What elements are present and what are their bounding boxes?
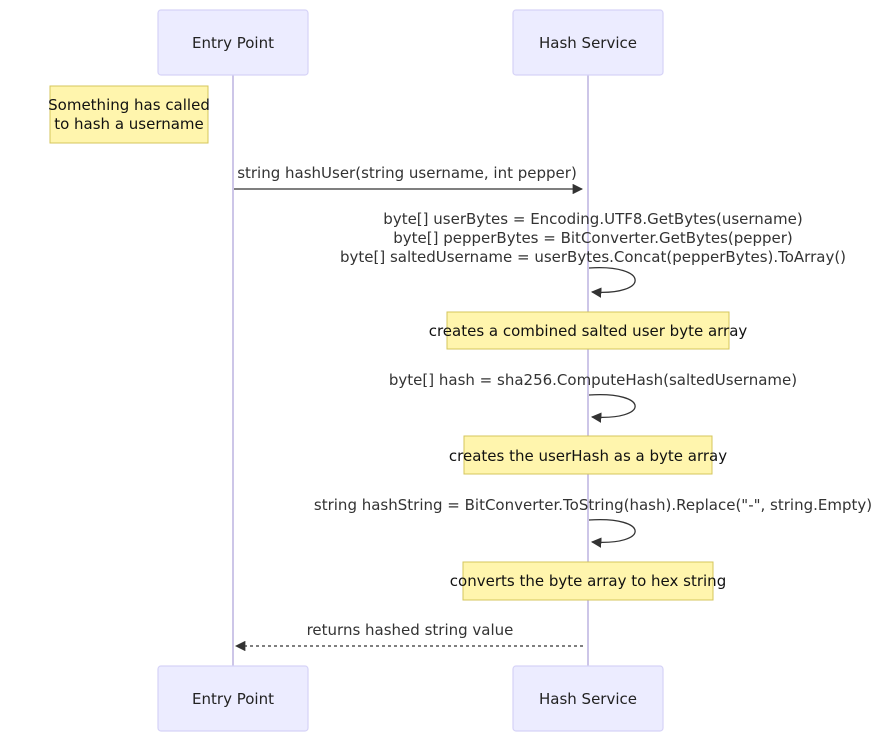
actor-label: Hash Service xyxy=(539,690,637,708)
note-line: to hash a username xyxy=(54,115,204,133)
note-user-hash: creates the userHash as a byte array xyxy=(449,435,727,475)
actor-hash-service-bottom: Hash Service xyxy=(512,665,664,732)
actor-label: Entry Point xyxy=(192,34,274,52)
message-byte-conversions: byte[] userBytes = Encoding.UTF8.GetByte… xyxy=(340,210,846,298)
message-label: string hashUser(string username, int pep… xyxy=(237,164,577,182)
message-to-string: string hashString = BitConverter.ToStrin… xyxy=(314,496,872,548)
message-label: returns hashed string value xyxy=(307,621,514,639)
message-return: returns hashed string value xyxy=(234,621,583,652)
self-message-arrow xyxy=(588,393,636,423)
note-line: Something has called xyxy=(48,96,210,114)
actor-hash-service-top: Hash Service xyxy=(512,9,664,76)
message-label: byte[] hash = sha256.ComputeHash(saltedU… xyxy=(389,371,797,389)
note-salted-byte-array: creates a combined salted user byte arra… xyxy=(429,311,748,350)
note-hex-string: converts the byte array to hex string xyxy=(450,561,726,601)
message-hash-user: string hashUser(string username, int pep… xyxy=(234,164,584,195)
actor-entry-point-top: Entry Point xyxy=(157,9,309,76)
note-something-has-called: Something has called to hash a username xyxy=(48,85,210,144)
note-line: converts the byte array to hex string xyxy=(450,572,726,590)
note-line: creates the userHash as a byte array xyxy=(449,447,727,465)
self-message-arrow xyxy=(588,267,636,298)
message-label: byte[] userBytes = Encoding.UTF8.GetByte… xyxy=(383,210,802,228)
actor-entry-point-bottom: Entry Point xyxy=(157,665,309,732)
message-label: byte[] pepperBytes = BitConverter.GetByt… xyxy=(393,229,793,247)
message-label: byte[] saltedUsername = userBytes.Concat… xyxy=(340,248,846,266)
actor-label: Entry Point xyxy=(192,690,274,708)
message-compute-hash: byte[] hash = sha256.ComputeHash(saltedU… xyxy=(389,371,797,423)
message-label: string hashString = BitConverter.ToStrin… xyxy=(314,496,872,514)
note-line: creates a combined salted user byte arra… xyxy=(429,322,748,340)
self-message-arrow xyxy=(588,518,636,548)
actor-label: Hash Service xyxy=(539,34,637,52)
